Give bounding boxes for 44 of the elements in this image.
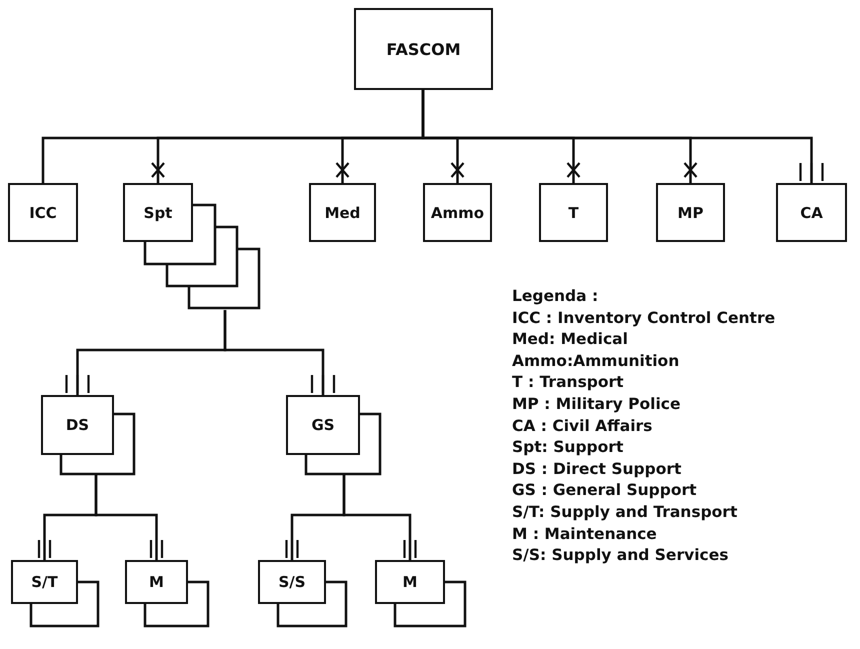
unit-abbreviation: ICC [29, 204, 57, 222]
unit-abbreviation: S/S [278, 573, 306, 591]
unit-box [539, 183, 608, 242]
legend-entry: DS : Direct Support [512, 460, 682, 478]
connector-line [94, 475, 158, 560]
unit-abbreviation: M [402, 573, 418, 591]
unit-abbreviation: GS [311, 416, 335, 434]
unit-abbreviation: Ammo [430, 204, 484, 222]
unit-box [123, 183, 193, 242]
legend-entry: MP : Military Police [512, 395, 680, 413]
legend-entry: S/T: Supply and Transport [512, 503, 738, 521]
unit-box [125, 560, 188, 604]
unit-box [423, 183, 492, 242]
legend-entry: M : Maintenance [512, 524, 657, 543]
connector-line [342, 475, 412, 560]
connector-line [224, 310, 324, 395]
legend-entry: Med: Medical [512, 330, 628, 348]
unit-abbreviation: DS [66, 416, 90, 434]
legend-entry: T : Transport [512, 373, 624, 392]
legend-entry: CA : Civil Affairs [512, 416, 652, 435]
unit-box [286, 395, 360, 455]
unit-box [375, 560, 445, 604]
unit-box [656, 183, 725, 242]
unit-abbreviation: M [149, 573, 164, 591]
unit-abbreviation: Med [324, 204, 360, 222]
unit-box [776, 183, 847, 242]
unit-box [354, 8, 493, 90]
unit-box [258, 560, 326, 604]
unit-abbreviation: T [568, 204, 579, 222]
legend-entry: GS : General Support [512, 481, 697, 500]
unit-box [309, 183, 376, 242]
unit-abbreviation: CA [800, 204, 823, 222]
unit-abbreviation: Spt [144, 204, 172, 222]
unit-box [11, 560, 78, 604]
unit-abbreviation: FASCOM [386, 40, 461, 58]
unit-box [41, 395, 114, 455]
legend-title: Legenda : [512, 287, 598, 305]
unit-abbreviation: MP [678, 204, 704, 222]
unit-box [8, 183, 78, 242]
legend-entry: Ammo:Ammunition [512, 352, 680, 370]
unit-abbreviation: S/T [31, 573, 58, 591]
legend-entry: Spt: Support [512, 438, 624, 456]
legend-entry: S/S: Supply and Services [512, 546, 728, 564]
legend-entry: ICC : Inventory Control Centre [512, 308, 776, 327]
